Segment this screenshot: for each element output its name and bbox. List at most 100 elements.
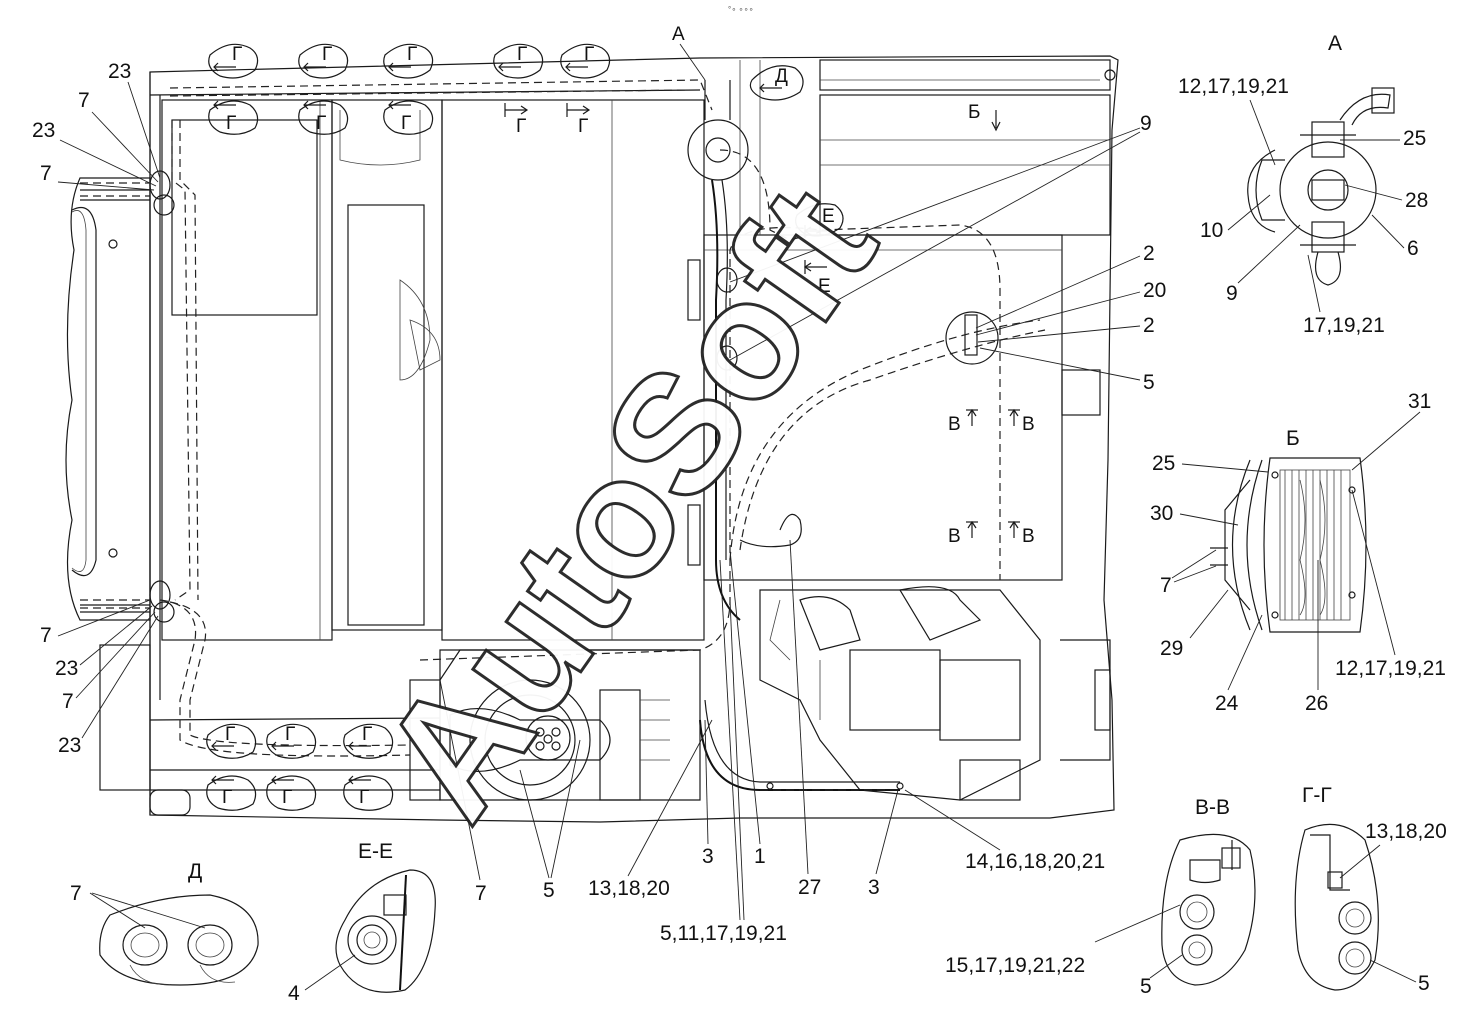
view-VV: В-В 15,17,19,21,22 5 [945, 796, 1256, 998]
callout-7c: 7 [40, 624, 52, 647]
view-B-title: Б [1286, 427, 1300, 450]
watermark: AutoSoft [345, 154, 912, 851]
cut-label-g7: Г [316, 113, 326, 134]
cut-label-g9: Г [516, 116, 526, 137]
cut-label-d: Д [775, 66, 788, 87]
cut-label-g2: Г [322, 44, 332, 65]
callout-7e: 7 [475, 882, 487, 905]
d-callout-7: 7 [70, 882, 82, 905]
callout-3a: 3 [702, 845, 714, 868]
b-callout-12: 12,17,19,21 [1335, 657, 1446, 680]
cut-marks-V: В В В В [948, 408, 1035, 547]
cut-bubble-g15: Г [266, 775, 317, 811]
cut-bubble-g6: Г [208, 100, 259, 135]
cut-mark-g10: Г [566, 103, 591, 137]
cut-label-g4: Г [517, 44, 527, 65]
a-callout-10: 10 [1200, 219, 1223, 242]
cut-label-v3: В [948, 526, 961, 547]
callout-27: 27 [798, 876, 821, 899]
view-A: А 12,17,19,21 25 28 10 6 9 17,19,21 [1178, 32, 1428, 337]
view-D: Д 7 [70, 860, 259, 986]
cut-bubble-g8: Г [383, 100, 434, 135]
cut-bubble-g14: Г [206, 775, 257, 811]
cut-label-a: А [672, 24, 685, 45]
cut-label-g8: Г [401, 113, 411, 134]
cut-label-g13: Г [362, 724, 372, 745]
cut-label-v2: В [1022, 414, 1035, 435]
b-callout-29: 29 [1160, 637, 1183, 660]
view-B: Б 31 25 30 7 [1150, 390, 1446, 715]
view-EE-title: Е-Е [358, 840, 393, 863]
callout-7d: 7 [62, 690, 74, 713]
callout-13a: 13,18,20 [588, 877, 670, 900]
view-D-title: Д [188, 860, 202, 883]
view-EE: Е-Е 4 [288, 840, 436, 1005]
callout-5b: 5 [543, 879, 555, 902]
a-callout-25: 25 [1403, 127, 1426, 150]
g-callout-13: 13,18,20 [1365, 820, 1447, 843]
cut-bubble-d: Д [749, 65, 804, 101]
cut-label-g14: Г [222, 787, 232, 808]
cut-marks-G: Г Г Г Г Г Г Г [206, 43, 611, 811]
cut-bubble-g5: Г [560, 43, 611, 79]
cut-label-g12: Г [285, 724, 295, 745]
callout-5a: 5 [1143, 371, 1155, 394]
cut-bubble-g11: Г [206, 723, 257, 759]
cut-label-g10: Г [578, 116, 588, 137]
b-callout-24: 24 [1215, 692, 1239, 715]
cut-label-g1: Г [232, 44, 242, 65]
callout-3b: 3 [868, 876, 880, 899]
callout-7a: 7 [78, 89, 90, 112]
cut-bubble-e: Е [795, 203, 844, 238]
callout-9: 9 [1140, 112, 1152, 135]
view-GG-title: Г-Г [1302, 784, 1332, 807]
cut-label-g15: Г [282, 787, 292, 808]
cut-label-g3: Г [407, 44, 417, 65]
e-callout-4: 4 [288, 982, 300, 1005]
cut-mark-g9: Г [504, 103, 529, 137]
callout-23d: 23 [58, 734, 81, 757]
cut-bubble-g1: Г [208, 43, 259, 79]
callout-1: 1 [754, 845, 766, 868]
view-GG: Г-Г 13,18,20 5 [1294, 784, 1447, 995]
a-callout-28: 28 [1405, 189, 1428, 212]
cut-bubble-g16: Г [343, 775, 394, 811]
a-callout-9: 9 [1226, 282, 1238, 305]
main-callouts: 23 7 23 7 7 23 7 23 9 2 20 2 5 7 5 13,18… [32, 60, 1166, 945]
cut-label-e2: Е [818, 276, 831, 297]
cut-label-v1: В [948, 414, 961, 435]
b-callout-26: 26 [1305, 692, 1328, 715]
cut-bubble-g4: Г [493, 43, 544, 79]
view-A-title: А [1328, 32, 1342, 55]
b-callout-7: 7 [1160, 574, 1172, 597]
v-callout-5: 5 [1140, 975, 1152, 998]
cut-bubble-g12: Г [266, 723, 317, 759]
callout-23b: 23 [32, 119, 55, 142]
cut-bubble-g13: Г [343, 723, 394, 759]
callout-14: 14,16,18,20,21 [965, 850, 1105, 873]
g-callout-5: 5 [1418, 972, 1430, 995]
b-callout-25: 25 [1152, 452, 1175, 475]
callout-23c: 23 [55, 657, 78, 680]
cut-bubble-g3: Г [383, 43, 434, 79]
radiator-core [1279, 469, 1351, 621]
cut-bubble-g2: Г [298, 43, 349, 79]
view-VV-title: В-В [1195, 796, 1230, 819]
callout-2b: 2 [1143, 314, 1155, 337]
a-callout-12: 12,17,19,21 [1178, 75, 1289, 98]
b-callout-31: 31 [1408, 390, 1431, 413]
cut-label-g5: Г [584, 44, 594, 65]
b-callout-30: 30 [1150, 502, 1173, 525]
cut-label-e1: Е [822, 206, 835, 227]
v-callout-15: 15,17,19,21,22 [945, 954, 1085, 977]
cut-mark-e2: Е [803, 260, 831, 297]
callout-7b: 7 [40, 162, 52, 185]
callout-23a: 23 [108, 60, 131, 83]
callout-2a: 2 [1143, 242, 1155, 265]
cut-label-v4: В [1022, 526, 1035, 547]
cut-label-b: Б [968, 102, 980, 123]
callout-5c: 5,11,17,19,21 [660, 922, 787, 945]
cut-label-g6: Г [226, 113, 236, 134]
